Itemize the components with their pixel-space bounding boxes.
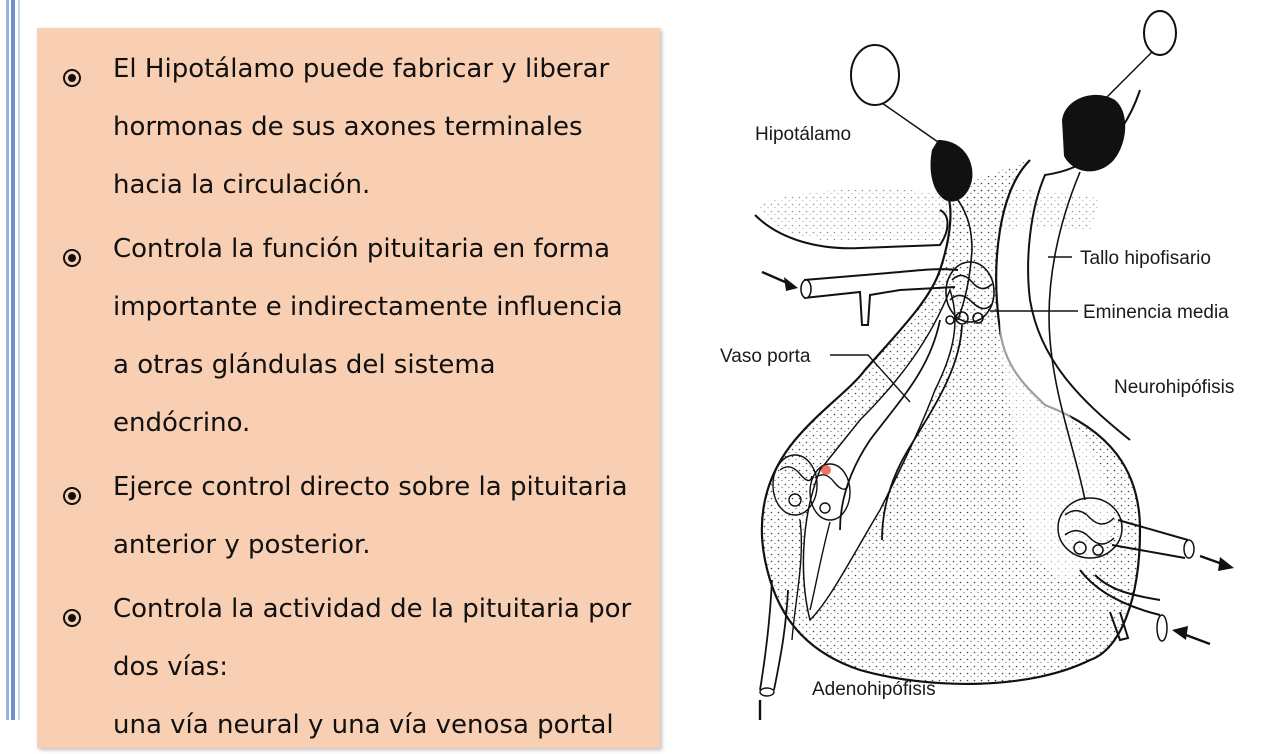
- label-eminencia-media: Eminencia media: [1083, 302, 1229, 323]
- portal-vessel: [839, 319, 963, 541]
- bullet-line: Controla la función pituitaria en forma: [113, 234, 611, 264]
- inferior-hypophyseal-artery: [1079, 569, 1161, 642]
- arrow-in-bottom-right-head: [1172, 626, 1188, 640]
- bullet-line: El Hipotálamo puede fabricar y liberar: [113, 54, 610, 84]
- vein-opening: [759, 687, 775, 697]
- bullet-line: a otras glándulas del sistema: [113, 350, 496, 380]
- laser-pointer-dot: [821, 465, 831, 475]
- neuron-terminal-left: [930, 140, 973, 202]
- secondary-capillary-plexus: [772, 454, 851, 641]
- axon-left: [881, 102, 939, 143]
- neurohypophysis-lobe: [1000, 200, 1115, 580]
- axon-path-right: [1048, 171, 1086, 501]
- inferior-vein-opening: [1183, 539, 1195, 559]
- bullet-line: anterior y posterior.: [113, 530, 371, 560]
- target-bullet-icon: [63, 487, 81, 505]
- neuron-cell-body-right: [1143, 10, 1177, 56]
- bullet-line: hormonas de sus axones terminales: [113, 112, 583, 142]
- inferior-vein-out: [1111, 519, 1189, 559]
- label-neurohipofisis: Neurohipófisis: [1114, 377, 1234, 398]
- bullet-text: Ejerce control directo sobre la pituitar…: [113, 458, 658, 574]
- posterior-capillary-plexus: [1057, 497, 1123, 559]
- axon-path-left: [957, 199, 973, 321]
- left-decor-rail-inner: [18, 0, 20, 720]
- bullet-line: Controla la actividad de la pituitaria p…: [113, 594, 632, 624]
- stipple-cloud: [760, 185, 1100, 240]
- label-adenohipofisis: Adenohipófisis: [812, 679, 936, 700]
- bullet-line: dos vías:: [113, 652, 229, 682]
- bullet-text: Controla la actividad de la pituitaria p…: [113, 580, 658, 754]
- target-bullet-icon: [63, 609, 81, 627]
- primary-capillary-plexus: [945, 261, 995, 325]
- target-bullet-icon: [63, 69, 81, 87]
- adenohypophysis-lobe: [802, 287, 956, 622]
- hypophyseal-vein: [759, 579, 789, 691]
- left-decor-rail: [6, 0, 9, 720]
- arrow-in-top-left-head: [784, 277, 798, 291]
- artery-opening: [800, 279, 812, 299]
- bullet-line: hacia la circulación.: [113, 170, 371, 200]
- label-hipotalamo: Hipotálamo: [755, 124, 851, 145]
- bullet-text: El Hipotálamo puede fabricar y liberar h…: [113, 40, 658, 214]
- label-tallo-hipofisario: Tallo hipofisario: [1080, 248, 1211, 269]
- bullet-text: Controla la función pituitaria en forma …: [113, 220, 658, 452]
- label-vaso-porta: Vaso porta: [720, 346, 811, 367]
- superior-hypophyseal-artery: [803, 268, 959, 326]
- neuron-terminal-right: [1062, 94, 1126, 172]
- leader-vaso: [830, 354, 911, 403]
- neuron-cell-body-left: [850, 44, 900, 106]
- left-decor-rail-mid: [11, 0, 15, 720]
- axon-right: [1103, 51, 1153, 101]
- inferior-artery-opening: [1156, 614, 1168, 642]
- bullet-line: importante e indirectamente influencia: [113, 292, 623, 322]
- target-bullet-icon: [63, 249, 81, 267]
- bullet-line: endócrino.: [113, 408, 251, 438]
- text-panel: El Hipotálamo puede fabricar y liberar h…: [37, 28, 660, 748]
- hypothalamus-floor: [754, 209, 949, 250]
- arrow-out-right-head: [1218, 557, 1234, 571]
- bullet-line: Ejerce control directo sobre la pituitar…: [113, 472, 628, 502]
- bullet-line: una vía neural y una vía venosa portal: [113, 710, 614, 740]
- pituitary-diagram: Hipotálamo Tallo hipofisario Eminencia m…: [720, 10, 1234, 720]
